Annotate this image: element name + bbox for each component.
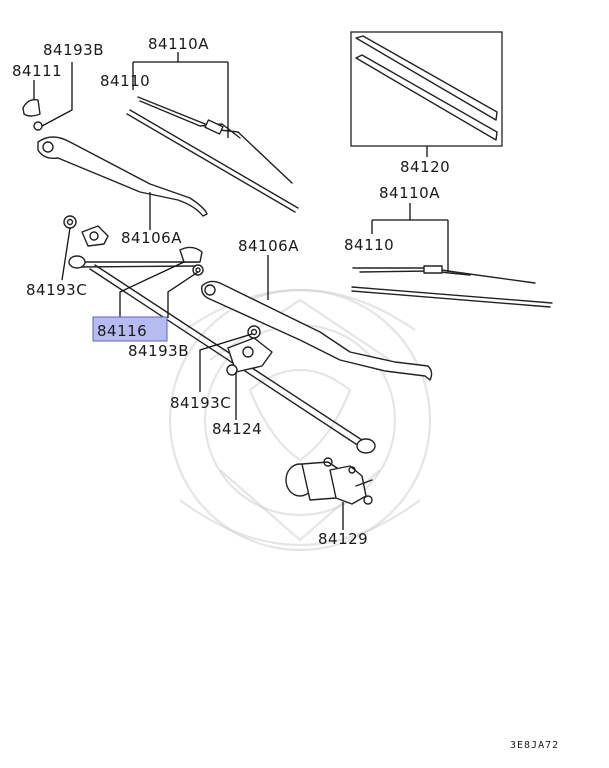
right-wiper-arm[interactable] — [201, 280, 433, 381]
nut-mid[interactable] — [192, 264, 204, 276]
left-wiper-blade[interactable] — [126, 96, 299, 213]
right-pivot[interactable] — [226, 337, 273, 376]
blade-rubber-strips[interactable] — [355, 35, 498, 141]
label-84106A-left[interactable]: 84106A — [121, 229, 182, 247]
label-84193C-mid[interactable]: 84193C — [170, 394, 231, 412]
label-84193B-top[interactable]: 84193B — [43, 41, 104, 59]
part-labels: 84193B 84111 84110A 84110 84120 84110A 8… — [12, 35, 450, 548]
label-84106A-right[interactable]: 84106A — [238, 237, 299, 255]
label-84116[interactable]: 84116 — [97, 322, 147, 340]
label-84124[interactable]: 84124 — [212, 420, 262, 438]
label-84193C-left[interactable]: 84193C — [26, 281, 87, 299]
label-84129[interactable]: 84129 — [318, 530, 368, 548]
label-84110A-left[interactable]: 84110A — [148, 35, 209, 53]
label-84110A-right[interactable]: 84110A — [379, 184, 440, 202]
left-pivot[interactable] — [81, 225, 109, 247]
label-84111[interactable]: 84111 — [12, 62, 62, 80]
wiper-motor[interactable] — [285, 457, 373, 505]
highlight-box-84116 — [92, 316, 168, 342]
nut-right[interactable] — [247, 325, 261, 339]
label-84193B-mid[interactable]: 84193B — [128, 342, 189, 360]
nut-left[interactable] — [63, 215, 77, 229]
left-wiper-cap[interactable] — [22, 98, 43, 131]
leader-lines — [33, 52, 449, 530]
left-wiper-arm[interactable] — [37, 136, 208, 217]
label-84120[interactable]: 84120 — [400, 158, 450, 176]
label-84110-left[interactable]: 84110 — [100, 72, 150, 90]
wiper-linkage[interactable] — [68, 246, 376, 454]
diagram-code: 3E8JA72 — [510, 740, 559, 751]
right-wiper-blade[interactable] — [351, 265, 553, 308]
label-84110-right[interactable]: 84110 — [344, 236, 394, 254]
